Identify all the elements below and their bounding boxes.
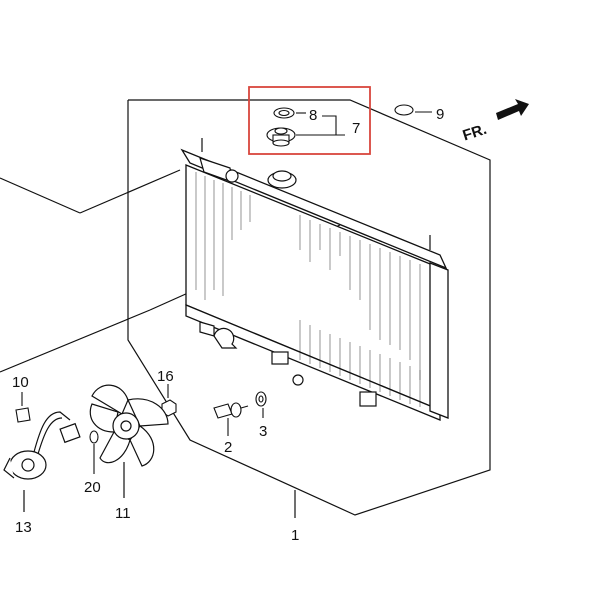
radiator-upper-tank xyxy=(180,148,448,270)
part-7-radiator-cap xyxy=(266,127,296,147)
part-20-washer xyxy=(89,430,99,474)
radiator-fittings xyxy=(199,138,431,407)
radiator-core xyxy=(185,164,441,411)
front-direction-indicator xyxy=(496,99,529,120)
callout-labels: 1 2 3 7 8 9 10 11 13 16 20 FR. xyxy=(12,106,489,544)
callout-9: 9 xyxy=(436,106,444,123)
direction-label: FR. xyxy=(461,121,489,145)
part-2-drain-plug xyxy=(213,402,249,436)
lower-hose-outlet xyxy=(213,327,238,349)
radiator-lower-tank xyxy=(185,304,441,421)
callout-10: 10 xyxy=(12,374,29,391)
part-11-fan xyxy=(89,384,169,498)
part-3-washer xyxy=(255,391,267,418)
callout-13: 13 xyxy=(15,519,32,536)
bracket-7-8 xyxy=(296,112,345,136)
part-9-seal xyxy=(394,104,432,116)
radiator xyxy=(180,148,449,421)
part-8-cap-seal xyxy=(273,107,295,119)
callout-8: 8 xyxy=(309,107,317,124)
front-arrow-icon xyxy=(496,99,529,120)
radiator-side-tank xyxy=(429,262,449,419)
callout-2: 2 xyxy=(224,439,232,456)
highlight-box xyxy=(248,86,371,155)
callout-7: 7 xyxy=(352,120,360,137)
callout-3: 3 xyxy=(259,423,267,440)
drain-plug-port xyxy=(292,374,304,386)
callout-20: 20 xyxy=(84,479,101,496)
part-10-clip xyxy=(15,392,31,423)
callout-11: 11 xyxy=(115,505,131,522)
callout-1: 1 xyxy=(291,527,299,544)
callout-16: 16 xyxy=(157,368,174,385)
radiator-fins xyxy=(195,172,421,407)
part-13-fan-motor xyxy=(3,411,81,512)
